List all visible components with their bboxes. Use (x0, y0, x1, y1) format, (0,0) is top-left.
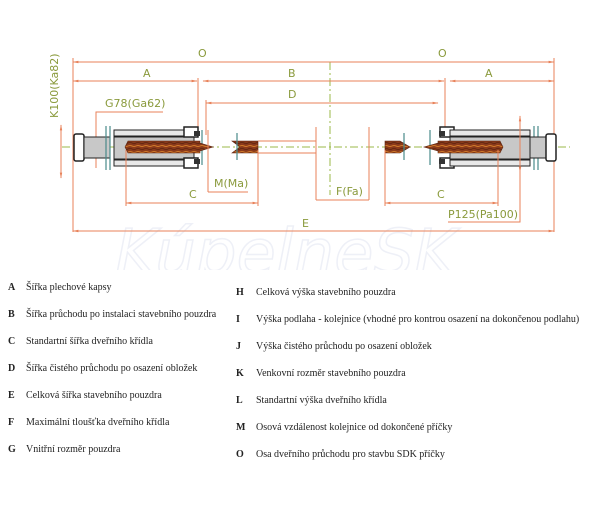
legend-letter: L (236, 395, 243, 406)
legend-item: I Výška podlaha - kolejnice (vhodné pro k… (236, 314, 579, 325)
label-C-right: C (437, 188, 445, 201)
legend-text: Standartní šířka dveřního křídla (26, 336, 153, 347)
legend-letter: K (236, 368, 244, 379)
label-M: M(Ma) (214, 177, 248, 190)
legend-letter: D (8, 363, 16, 374)
legend-item: K Venkovní rozměr stavebního pouzdra (236, 368, 406, 379)
label-B: B (288, 67, 296, 80)
legend-item: C Standartní šířka dveřního křídla (8, 336, 153, 347)
legend-letter: O (236, 449, 244, 460)
legend-item: L Standartní výška dveřního křídla (236, 395, 387, 406)
label-P: P125(Pa100) (448, 208, 518, 221)
legend-letter: A (8, 282, 16, 293)
legend-item: J Výška čistého průchodu po osazení oblož… (236, 341, 432, 352)
right-door-leaf-in-pocket (422, 140, 504, 154)
legend-letter: C (8, 336, 16, 347)
pocket-door-section-diagram: KúpelneSK O O A B A D K100(Ka82) G78(Ga6… (48, 47, 570, 270)
legend-item: M Osová vzdálenost kolejnice od dokončené… (236, 422, 452, 433)
label-E: E (302, 217, 309, 230)
label-G: G78(Ga62) (105, 97, 165, 110)
label-F: F(Fa) (336, 185, 363, 198)
legend-letter: F (8, 417, 15, 428)
left-door-leaf-in-pocket (124, 140, 215, 154)
label-A-right: A (485, 67, 493, 80)
legend-item: O Osa dveřního průchodu pro stavbu SDK př… (236, 449, 445, 460)
label-A-left: A (143, 67, 151, 80)
legend-text: Standartní výška dveřního křídla (256, 395, 387, 406)
legend-text: Výška čistého průchodu po osazení oblože… (256, 341, 432, 352)
legend-item: F Maximální tloušťka dveřního křídla (8, 417, 169, 428)
legend-item: D Šířka čistého průchodu po osazení oblož… (8, 363, 197, 374)
right-door-leaf-edge (384, 140, 411, 154)
watermark: KúpelneSK (115, 217, 461, 270)
legend-item: H Celková výška stavebního pouzdra (236, 287, 396, 298)
legend-text: Celková šířka stavebního pouzdra (26, 390, 162, 401)
legend-item: G Vnitřní rozměr pouzdra (8, 444, 120, 455)
legend-text: Maximální tloušťka dveřního křídla (26, 417, 170, 428)
legend-text: Šířka průchodu po instalaci stavebního p… (26, 309, 217, 320)
legend-item: E Celková šířka stavebního pouzdra (8, 390, 162, 401)
legend-letter: I (236, 314, 240, 325)
label-K: K100(Ka82) (48, 53, 61, 118)
legend-letter: M (236, 422, 246, 433)
label-O-right: O (438, 47, 447, 60)
legend-letter: G (8, 444, 16, 455)
legend-text: Šířka čistého průchodu po osazení oblože… (26, 363, 198, 374)
legend-letter: H (236, 287, 244, 298)
legend-letter: J (236, 341, 241, 352)
legend-item: A Šířka plechové kapsy (8, 282, 112, 293)
legend-text: Šířka plechové kapsy (26, 282, 112, 293)
label-D: D (288, 88, 296, 101)
label-O-left: O (198, 47, 207, 60)
legend-letter: B (8, 309, 15, 320)
legend-text: Osová vzdálenost kolejnice od dokončené … (256, 422, 453, 433)
label-C-left: C (189, 188, 197, 201)
left-door-leaf-edge (231, 140, 259, 154)
legend-letter: E (8, 390, 15, 401)
legend-text: Vnitřní rozměr pouzdra (26, 444, 121, 455)
legend-text: Venkovní rozměr stavebního pouzdra (256, 368, 406, 379)
leader-P (448, 172, 521, 223)
legend-text: Celková výška stavebního pouzdra (256, 287, 396, 298)
legend-text: Osa dveřního průchodu pro stavbu SDK pří… (256, 449, 445, 460)
legend-item: B Šířka průchodu po instalaci stavebního … (8, 309, 216, 320)
legend-text: Výška podlaha - kolejnice (vhodné pro ko… (256, 314, 580, 325)
